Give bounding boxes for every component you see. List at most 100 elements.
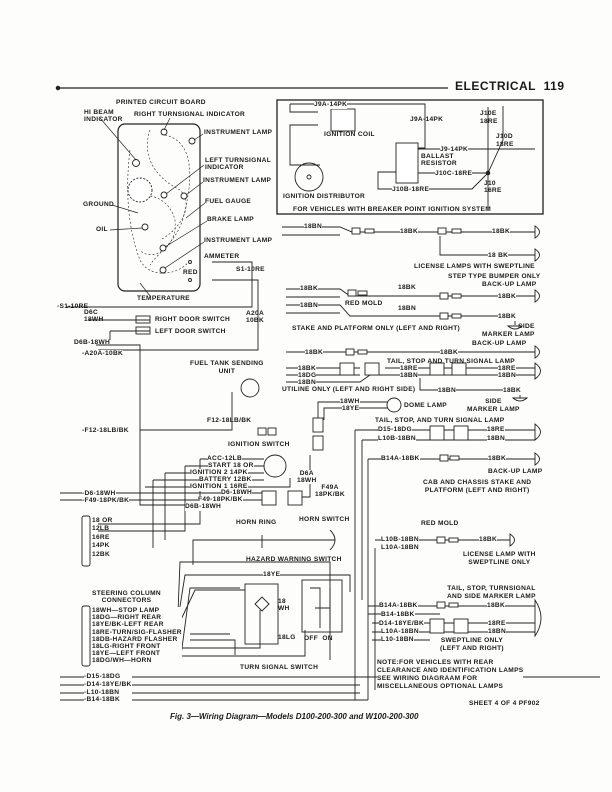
wire-label: 18WH [340, 398, 360, 406]
license-lamp-label: LICENSE LAMP WITH SWEPTLINE ONLY [463, 551, 536, 566]
side-marker-label: SIDE MARKER LAMP [467, 398, 520, 413]
wire-label: 18BN [487, 435, 506, 443]
wire-label: D15-18DG [378, 426, 412, 434]
ignition-coil-label: IGNITION COIL [324, 131, 375, 138]
header-bullet [55, 85, 61, 91]
left-door-switch-label: LEFT DOOR SWITCH [155, 328, 226, 335]
turn-signal-switch [244, 583, 279, 645]
wire-label: J9A-14PK [410, 116, 444, 123]
tail-stop-label: TAIL, STOP, TURNSIGNAL AND SIDE MARKER L… [447, 585, 536, 600]
wire-label: 18BN [400, 372, 419, 380]
ammeter-label: AMMETER [204, 253, 240, 260]
wire-label: F49-18PK/BK [198, 496, 243, 504]
wire-label: -D6-18WH [82, 490, 116, 498]
wire-label: 18BK [400, 228, 419, 236]
figure-caption: Fig. 3—Wiring Diagram—Models D100-200-30… [170, 712, 419, 721]
connector-list-steering: 18WH—STOP LAMP 18DG—RIGHT REAR 18YE/BK-L… [92, 607, 182, 665]
wire-label: 18BK [492, 228, 511, 236]
connectors-plugs [257, 227, 469, 634]
horn-ring-label: HORN RING [236, 519, 277, 526]
wire-label: 18BK [305, 349, 324, 357]
page-number: 119 [543, 79, 565, 93]
distributor-center [306, 174, 312, 180]
instrument-lamp-label: INSTRUMENT LAMP [203, 177, 272, 184]
instrument-lamp-label: INSTRUMENT LAMP [204, 237, 273, 244]
wire-label: B14-18BK [381, 611, 415, 619]
wire-label: 18BK [498, 313, 517, 321]
wire-label: START 18 OR [208, 462, 254, 470]
ignition-switch-label: IGNITION SWITCH [228, 441, 290, 448]
wire-label: L10A-18BN [381, 628, 419, 636]
wire-label: -F12-18LB/BK [82, 427, 129, 435]
wire-label: 18BK [398, 284, 417, 292]
wire-label: 18RE [488, 620, 506, 628]
wire-label: 18BK [440, 349, 459, 357]
wire-label: -F49-18PK/BK [82, 497, 130, 505]
circuit-board-title: PRINTED CIRCUIT BOARD [116, 99, 206, 106]
hazard-contacts [310, 587, 331, 628]
right-turn-label: RIGHT TURNSIGNAL INDICATOR [134, 111, 246, 118]
connector-pin: 18YE/BK-LEFT REAR [92, 621, 182, 629]
wire-label: 18BK [298, 365, 317, 373]
lamp-housings [386, 225, 542, 638]
ground-label: GROUND [83, 201, 115, 208]
connector-pin: 12BK [92, 550, 111, 558]
utiline-label: UTILINE ONLY (LEFT AND RIGHT SIDE) [282, 386, 416, 393]
wire-label: 18BN [298, 379, 317, 387]
board-sockets [127, 128, 196, 282]
wire-label: 18BK [488, 455, 507, 463]
backup-lamp-label: BACK-UP LAMP [482, 281, 537, 288]
off-on-label: OFF ON [304, 635, 333, 642]
wire-label: 18RE [498, 365, 516, 373]
wire-label: IGNITION 1 16RE [190, 483, 248, 491]
coil-wires [289, 103, 426, 166]
board-leaders [99, 117, 208, 297]
ignition-distributor [294, 162, 324, 192]
wire-label: 18RE [487, 426, 505, 434]
right-door-switch [135, 315, 151, 324]
turn-signal-switch-label: TURN SIGNAL SWITCH [240, 664, 319, 671]
fuel-tank-label: FUEL TANK SENDING UNIT [190, 360, 264, 375]
wire-label: F12-18LB/BK [207, 417, 252, 424]
connector-block-top [81, 515, 91, 567]
wire-label: 18BK [503, 387, 522, 395]
wire-label: J10E 18RE [480, 110, 498, 125]
brake-lamp-label: BRAKE LAMP [207, 216, 254, 223]
wire-label: -A20A-10BK [82, 350, 124, 358]
wire-label: 18DG [298, 372, 317, 380]
wire-label: 18BK [487, 602, 506, 610]
connector-pin: 18LG-RIGHT FRONT [92, 643, 182, 651]
fuel-gauge-label: FUEL GAUGE [205, 198, 252, 205]
door-switch-wires [88, 319, 212, 506]
wire-label: -B14-18BK [84, 696, 132, 705]
wire-label: 18YE [342, 405, 360, 413]
instrument-lamp-label: INSTRUMENT LAMP [204, 129, 273, 136]
left-turn-label: LEFT TURNSIGNAL INDICATOR [205, 157, 272, 171]
wire-label: 18BN [488, 628, 507, 636]
wire-label: ACC-12LB [207, 455, 243, 463]
temperature-label: TEMPERATURE [137, 295, 190, 302]
wire-label: J9-14PK [440, 146, 469, 154]
connector-pin: 18DB-HAZARD FLASHER [92, 635, 182, 644]
wire-label: D6C 18WH [84, 309, 104, 323]
wire-label: J10 16RE [484, 180, 502, 194]
hi-beam-label: HI BEAM INDICATOR [84, 109, 123, 123]
wire-label: 18BK [300, 285, 319, 293]
hazard-switch-label: HAZARD WARNING SWITCH [246, 556, 342, 563]
wire-label: D14-18YE/BK [379, 620, 425, 628]
circuit-traces [127, 129, 191, 274]
sweptline-only-label: SWEPTLINE ONLY (LEFT AND RIGHT) [440, 637, 504, 652]
ballast-resistor-label: BALLAST RESISTOR [421, 153, 457, 167]
optional-lamps-note: NOTE:FOR VEHICLES WITH REAR CLEARANCE AN… [377, 659, 524, 691]
wire-label: J10C-18RE [435, 170, 473, 178]
steering-column-title: STEERING COLUMN CONNECTORS [92, 590, 161, 604]
wire-label: D6-18WH [221, 489, 253, 497]
connector-pin: 18RE-TURN/SIG-FLASHER [92, 628, 182, 636]
side-marker-label: SIDE MARKER LAMP [482, 323, 535, 338]
wire-label: -L10-18BN [84, 688, 132, 697]
connector-pin: 16RE [92, 533, 110, 541]
wire-label: D6B-18WH [185, 503, 222, 511]
fuel-tank-sending-unit [240, 378, 260, 398]
wire-label: 18BN [438, 387, 457, 395]
